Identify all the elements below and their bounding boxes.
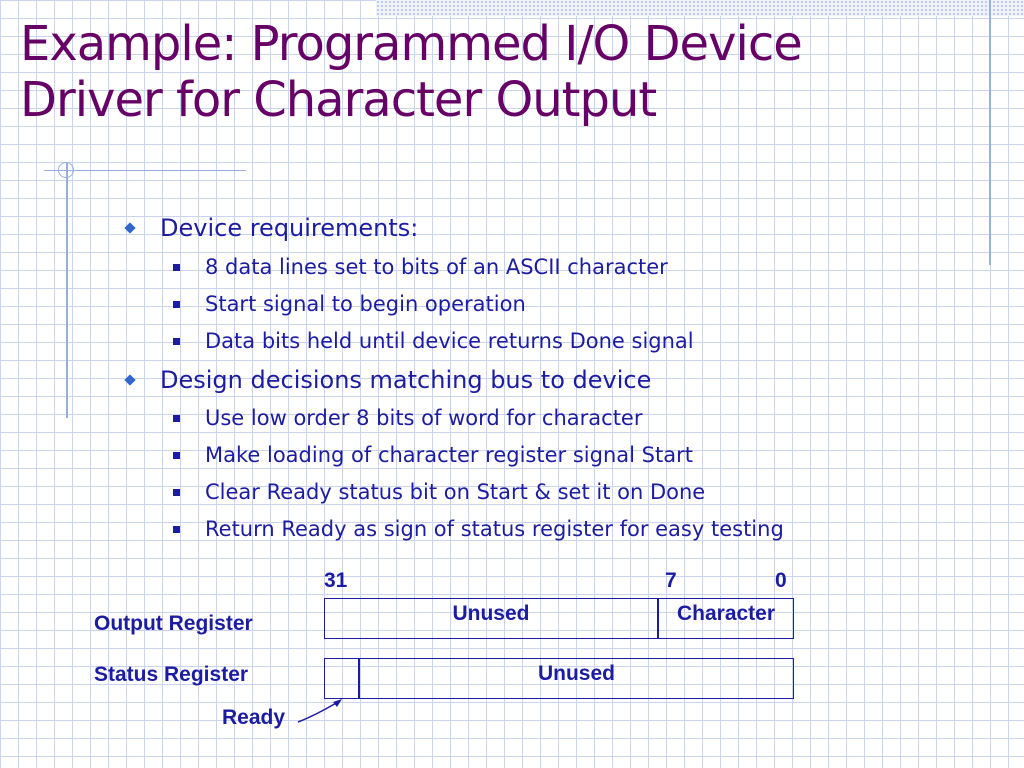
ready-label: Ready [222, 706, 286, 729]
sub-bullet-clear-ready: Clear Ready status bit on Start & set it… [172, 480, 706, 504]
slide-title: Example: Programmed I/O Device Driver fo… [20, 16, 1010, 128]
output-register-character-field: Character [676, 602, 776, 625]
output-register-label: Output Register [94, 612, 253, 635]
decorative-right-line [989, 0, 991, 265]
sub-bullet-data-held: Data bits held until device returns Done… [173, 329, 694, 353]
slide-title-line-2: Driver for Character Output [20, 72, 657, 128]
output-register-unused-field: Unused [452, 602, 530, 625]
sub-bullet-return-ready: Return Ready as sign of status register … [173, 517, 784, 541]
bit-label-31: 31 [324, 569, 348, 592]
status-register-divider [358, 659, 360, 698]
slide-title-line-1: Example: Programmed I/O Device [20, 16, 803, 72]
bullet-design-decisions: Design decisions matching bus to device [160, 366, 652, 394]
sub-bullet-low-order-bits: Use low order 8 bits of word for charact… [172, 406, 643, 430]
decorative-top-band [376, 0, 1024, 16]
bit-label-7: 7 [665, 569, 677, 592]
bit-label-0: 0 [775, 569, 787, 592]
status-register-unused-field: Unused [537, 662, 615, 685]
decorative-title-underline [44, 170, 246, 171]
sub-bullet-data-lines: 8 data lines set to bits of an ASCII cha… [173, 255, 668, 279]
decorative-circle-icon [58, 162, 74, 178]
sub-bullet-start-signal: Start signal to begin operation [173, 292, 526, 316]
status-register-label: Status Register [94, 663, 249, 686]
decorative-left-line [66, 162, 68, 418]
sub-bullet-loading-start: Make loading of character register signa… [173, 443, 693, 467]
bullet-device-requirements: Device requirements: [160, 214, 419, 242]
output-register-box: Unused Character [324, 598, 794, 639]
output-register-divider [657, 599, 659, 638]
status-register-box: Unused [324, 658, 794, 699]
ready-arrow-icon [297, 699, 342, 723]
